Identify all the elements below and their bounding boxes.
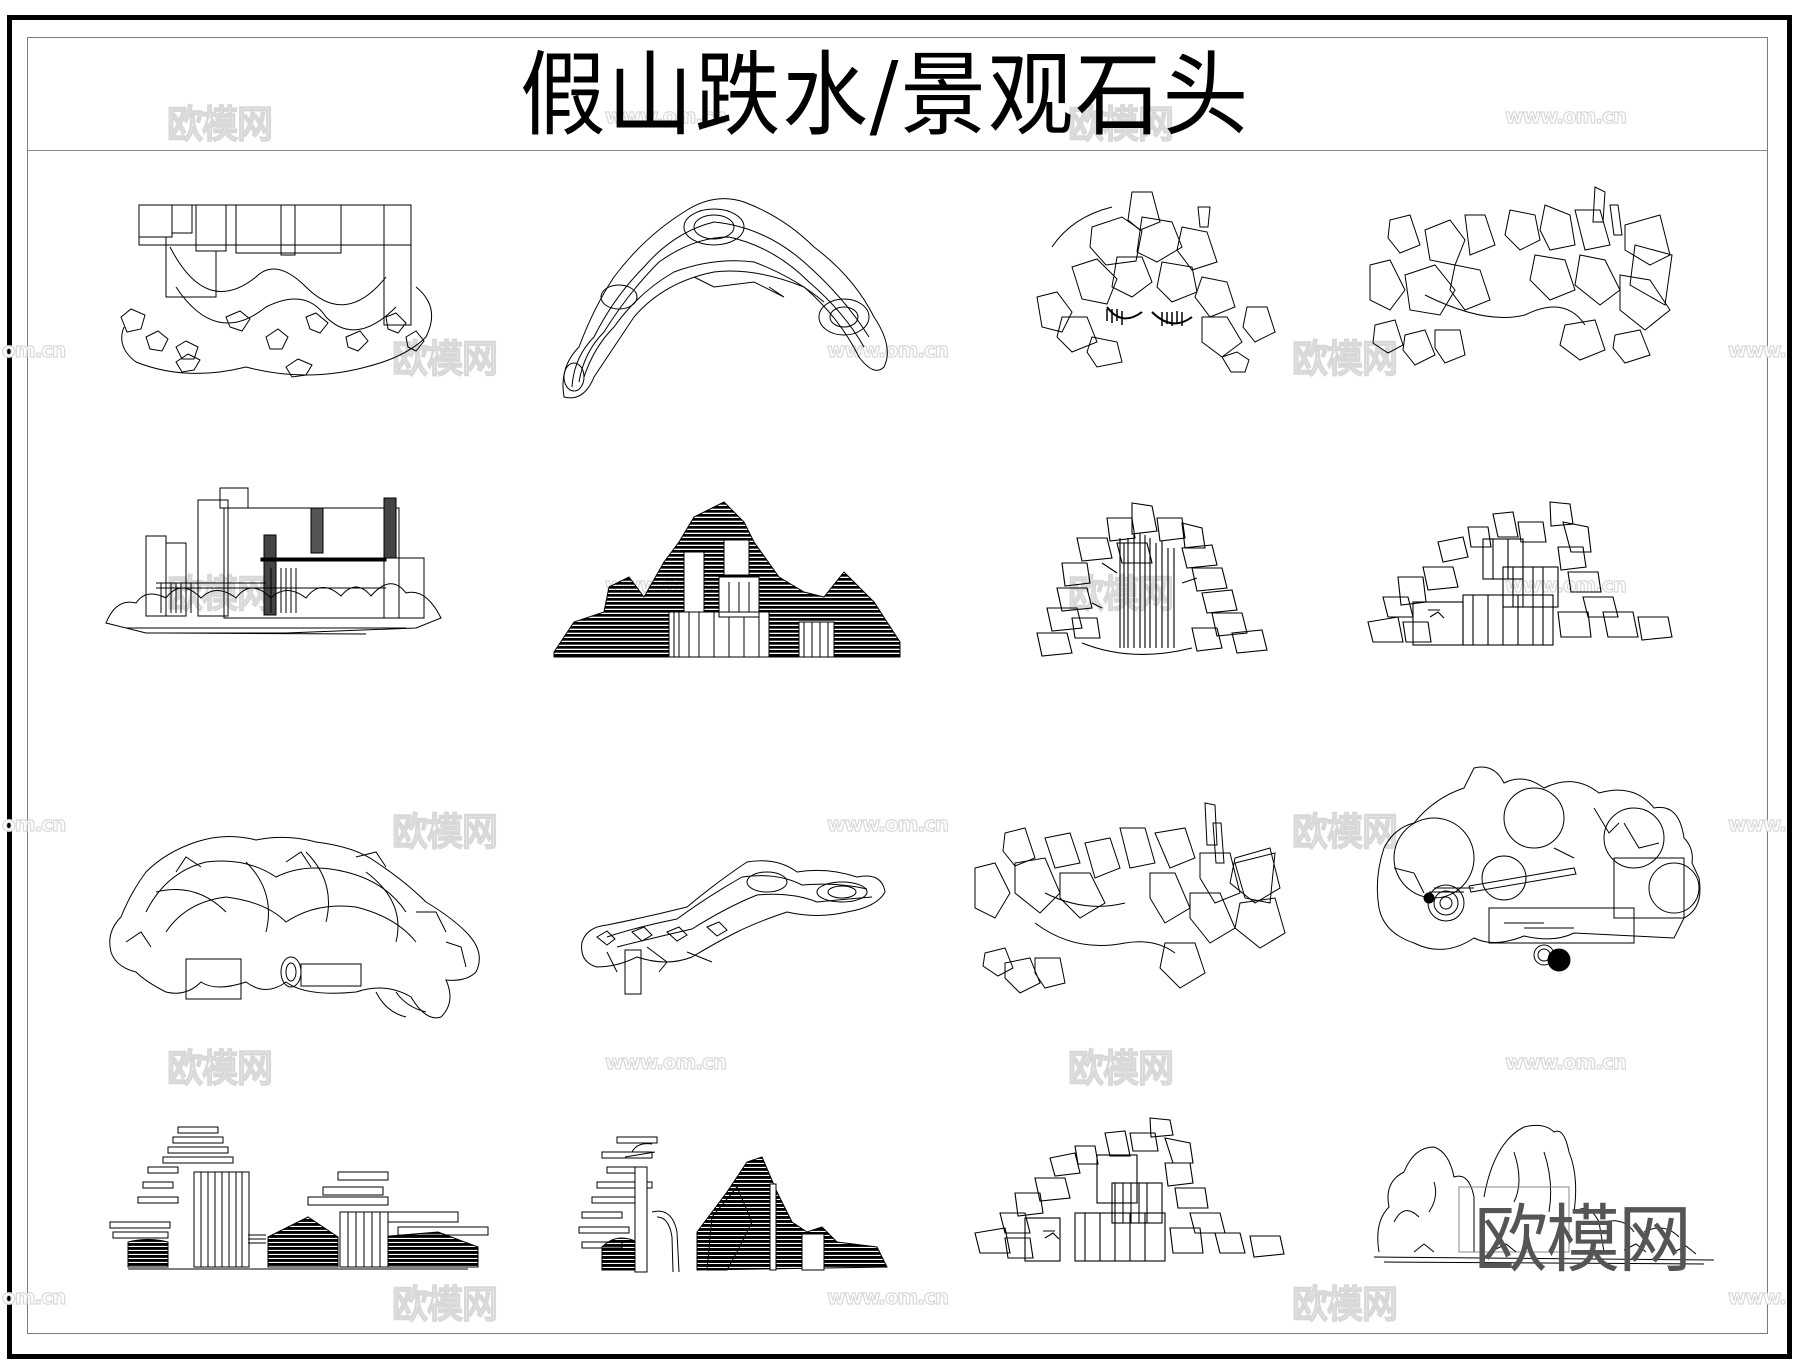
drawing-rockery-plan-4 — [1365, 185, 1673, 377]
watermark-brand: 欧模网 — [391, 1284, 498, 1328]
drawing-rockery-mass-plan-9 — [106, 832, 494, 1022]
watermark-brand: 欧模网 — [1291, 1284, 1398, 1328]
drawing-rockery-plan-1 — [106, 197, 442, 383]
drawing-stepped-cascade-elevation-15 — [974, 1117, 1285, 1262]
drawing-contour-rockery-plan-10 — [577, 857, 887, 997]
watermark-url: www.om.cn — [604, 1049, 727, 1074]
watermark-brand: 欧模网 — [166, 573, 273, 617]
watermark-url: www.om.cn — [826, 337, 949, 362]
drawing-rockery-plan-2 — [554, 187, 900, 405]
drawing-landscape-stone-elevation-16 — [1373, 1122, 1721, 1268]
watermark-url-partial: om.cn — [1, 337, 66, 362]
watermark-brand: 欧模网 — [391, 338, 498, 382]
sheet-inner-frame — [27, 37, 1768, 1334]
watermark-url-partial: www. — [1727, 1284, 1787, 1309]
watermark-brand: 欧模网 — [1067, 104, 1174, 148]
drawing-rock-waterfall-elevation-7 — [1032, 502, 1279, 662]
drawing-rock-group-plan-11 — [974, 802, 1286, 994]
drawing-hatched-rock-elevation-6 — [553, 501, 901, 660]
watermark-url: www.om.cn — [1504, 572, 1627, 597]
watermark-url: www.om.cn — [1504, 103, 1627, 128]
watermark-url: www.om.cn — [826, 811, 949, 836]
watermark-url: www.om.cn — [1504, 1049, 1627, 1074]
drawing-layered-waterfall-elevation-13 — [108, 1126, 491, 1270]
drawing-rock-peaks-cascade-elevation-14 — [577, 1132, 888, 1273]
watermark-url-partial: om.cn — [1, 1284, 66, 1309]
watermark-url: www.om.cn — [604, 103, 727, 128]
watermark-brand: 欧模网 — [1067, 573, 1174, 617]
sheet-outer-border — [7, 15, 1792, 1359]
sheet-title: 假山跌水/景观石头 — [520, 42, 1251, 149]
watermark-brand: 欧模网 — [1291, 338, 1398, 382]
drawing-rockery-plan-3 — [1032, 187, 1279, 373]
watermark-brand: 欧模网 — [166, 104, 273, 148]
drawing-tiered-waterfall-elevation-8 — [1367, 501, 1673, 646]
watermark-url: www.om.cn — [826, 1284, 949, 1309]
watermark-brand: 欧模网 — [391, 811, 498, 855]
watermark-brand: 欧模网 — [166, 1048, 273, 1092]
watermark-url-partial: www. — [1727, 337, 1787, 362]
watermark-url-partial: www. — [1727, 811, 1787, 836]
drawing-waterfall-elevation-5 — [105, 487, 442, 637]
watermark-brand-large: 欧模网 — [1474, 1197, 1692, 1283]
watermark-url-partial: om.cn — [1, 811, 66, 836]
drawing-landscape-stone-plan-12 — [1374, 766, 1721, 972]
watermark-brand: 欧模网 — [1291, 811, 1398, 855]
watermark-brand: 欧模网 — [1067, 1048, 1174, 1092]
title-separator — [27, 150, 1768, 151]
